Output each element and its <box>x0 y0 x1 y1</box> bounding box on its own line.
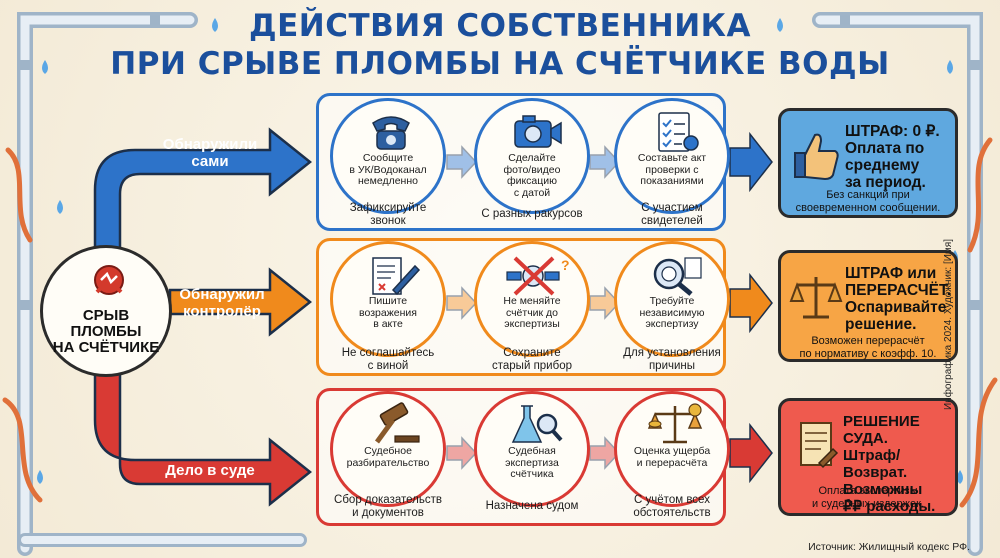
step-text: Пишите возражения в акте <box>359 295 417 330</box>
branch-arrow-orange <box>168 267 313 337</box>
step-circle-damage: Оценка ущерба и перерасчёта <box>614 391 730 507</box>
center-circle: СРЫВ ПЛОМБЫ НА СЧЁТЧИКЕ <box>40 245 172 377</box>
step-text: Судебное разбирательство <box>346 445 430 469</box>
scales-icon <box>789 277 843 319</box>
step-text: Судебная экспертиза счётчика <box>505 445 559 480</box>
step-caption: Для установления причины <box>623 347 721 372</box>
branch-label-court: Дело в суде <box>165 462 255 479</box>
scroll-icon <box>800 422 839 469</box>
center-label: СРЫВ ПЛОМБЫ НА СЧЁТЧИКЕ <box>52 307 160 356</box>
step-circle-objection: Пишите возражения в акте <box>330 241 446 357</box>
outcome-title: ШТРАФ или ПЕРЕРАСЧЁТ. Оспаривайте решени… <box>845 265 952 333</box>
svg-text:?: ? <box>561 257 570 273</box>
checklist-icon <box>658 112 699 152</box>
page-title-line-2: ПРИ СРЫВЕ ПЛОМБЫ НА СЧЁТЧИКЕ ВОДЫ <box>110 46 890 82</box>
step-caption: С учётом всех обстоятельств <box>633 494 711 519</box>
gavel-icon <box>374 402 420 444</box>
branch-label-inspector: Обнаружил контролёр <box>179 286 265 320</box>
branch-label-self: Обнаружили сами <box>162 136 258 170</box>
telephone-icon <box>372 116 410 150</box>
step-caption: Зафиксируйте звонок <box>349 202 427 227</box>
step-text: Сделайте фото/видео фиксацию с датой <box>503 152 561 199</box>
pipe-frame <box>2 12 998 556</box>
step-caption: Назначена судом <box>485 500 579 512</box>
broken-seal-icon <box>94 265 124 295</box>
crossed-tools-icon: ? <box>506 256 570 296</box>
step-circle-call: Сообщите в УК/Водоканал немедленно <box>330 98 446 214</box>
outcome-title: РЕШЕНИЕ СУДА. Штраф/Возврат. Возможны ₽₽… <box>843 413 936 515</box>
outcome-box-inspector: ШТРАФ или ПЕРЕРАСЧЁТ. Оспаривайте решени… <box>778 250 958 362</box>
step-text: Не меняйте счётчик до экспертизы <box>503 295 561 330</box>
step-text: Требуйте независимую экспертизу <box>639 295 705 330</box>
step-circle-trial: Судебное разбирательство <box>330 391 446 507</box>
pipe-joints <box>17 12 983 310</box>
branch-arrow-blue <box>93 127 313 252</box>
flask-magnifier-icon <box>511 405 563 443</box>
step-caption: Не соглашайтесь с виной <box>341 347 435 372</box>
step-circle-expertise: Требуйте независимую экспертизу <box>614 241 730 357</box>
step-text: Составьте акт проверки с показаниями <box>637 152 707 187</box>
outcome-title: ШТРАФ: 0 ₽. Оплата по среднему за период… <box>845 123 940 191</box>
step-caption: Сбор доказательств и документов <box>334 494 442 519</box>
step-text: Сообщите в УК/Водоканал немедленно <box>349 152 427 187</box>
thumbs-up-icon <box>794 133 839 181</box>
branch-arrow-red <box>93 370 313 507</box>
step-caption: С разных ракурсов <box>481 208 583 220</box>
step-caption: Сохраните старый прибор <box>492 347 572 372</box>
step-text: Оценка ущерба и перерасчёта <box>633 445 711 469</box>
outcome-box-court: РЕШЕНИЕ СУДА. Штраф/Возврат. Возможны ₽₽… <box>778 398 958 516</box>
outcome-box-self: ШТРАФ: 0 ₽. Оплата по среднему за период… <box>778 108 958 218</box>
page-title-line-1: ДЕЙСТВИЯ СОБСТВЕННИКА <box>249 8 751 44</box>
outcome-note: Без санкций при своевременном сообщении. <box>795 189 941 214</box>
source-note: Источник: Жилищный кодекс РФ. <box>808 541 970 553</box>
outcome-note: Возможен перерасчёт по нормативу с коэфф… <box>799 335 937 360</box>
credit-vertical: Инфографика 2024. Художник: [Имя] <box>943 239 954 410</box>
camera-icon <box>514 115 562 148</box>
step-circle-court-expertise: Судебная экспертиза счётчика <box>474 391 590 507</box>
magnifier-meter-icon <box>653 257 702 296</box>
step-circle-keep-meter: ? Не меняйте счётчик до экспертизы <box>474 241 590 357</box>
step-circle-photo: Сделайте фото/видео фиксацию с датой <box>474 98 590 214</box>
pen-document-icon <box>372 257 421 296</box>
balance-coins-icon <box>647 403 703 444</box>
outcome-note: Оплата экспертизы и судебных издержек. <box>811 485 925 510</box>
step-caption: С участием свидетелей <box>641 202 703 227</box>
step-circle-act: Составьте акт проверки с показаниями <box>614 98 730 214</box>
